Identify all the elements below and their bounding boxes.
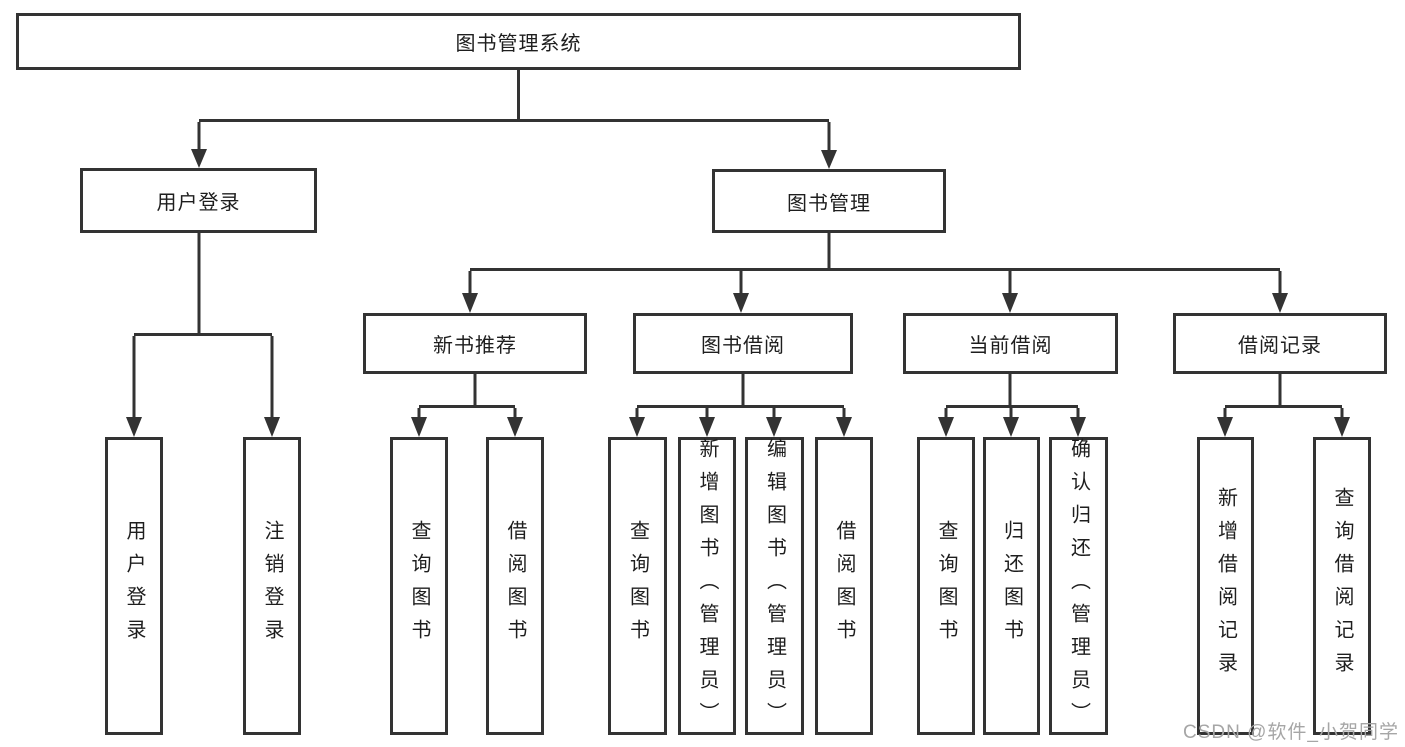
- node-current-borrow-label: 当前借阅: [968, 335, 1053, 357]
- leaf-borrow-borrow-book: 借阅图书: [815, 437, 873, 735]
- leaf-edit-book-admin-label: 编辑图书（管理员）: [763, 437, 786, 735]
- node-book-management-label: 图书管理: [787, 192, 871, 215]
- node-new-book-recommend-label: 新书推荐: [433, 335, 517, 357]
- leaf-recommend-query-book-label: 查询图书: [408, 520, 430, 652]
- leaf-add-borrow-record-label: 新增借阅记录: [1214, 487, 1237, 685]
- leaf-borrow-query-book: 查询图书: [608, 437, 667, 735]
- leaf-query-borrow-record-label: 查询借阅记录: [1331, 487, 1353, 685]
- leaf-edit-book-admin: 编辑图书（管理员）: [745, 437, 804, 735]
- leaf-add-borrow-record: 新增借阅记录: [1197, 437, 1254, 735]
- node-book-management: 图书管理: [712, 169, 946, 233]
- leaf-logout: 注销登录: [243, 437, 301, 735]
- leaf-return-book: 归还图书: [983, 437, 1040, 735]
- leaf-current-query-book: 查询图书: [917, 437, 975, 735]
- node-system-root: 图书管理系统: [16, 13, 1021, 70]
- leaf-confirm-return-admin-label: 确认归还（管理员）: [1067, 437, 1090, 735]
- leaf-recommend-borrow-book-label: 借阅图书: [504, 520, 526, 652]
- leaf-user-login: 用户登录: [105, 437, 163, 735]
- leaf-recommend-borrow-book: 借阅图书: [486, 437, 544, 735]
- leaf-current-query-book-label: 查询图书: [935, 520, 957, 652]
- leaf-logout-label: 注销登录: [261, 520, 283, 652]
- leaf-confirm-return-admin: 确认归还（管理员）: [1049, 437, 1108, 735]
- leaf-borrow-query-book-label: 查询图书: [626, 520, 649, 652]
- leaf-return-book-label: 归还图书: [1000, 520, 1023, 652]
- leaf-borrow-borrow-book-label: 借阅图书: [833, 520, 855, 652]
- node-system-root-label: 图书管理系统: [455, 33, 582, 55]
- node-current-borrow: 当前借阅: [903, 313, 1118, 374]
- node-user-login-label: 用户登录: [156, 192, 241, 214]
- leaf-user-login-label: 用户登录: [123, 520, 145, 652]
- csdn-watermark: CSDN @软件_小贺同学: [1183, 722, 1399, 743]
- node-borrow-records-label: 借阅记录: [1238, 335, 1322, 357]
- node-borrow-records: 借阅记录: [1173, 313, 1387, 374]
- leaf-query-borrow-record: 查询借阅记录: [1313, 437, 1371, 735]
- node-user-login: 用户登录: [80, 168, 317, 233]
- leaf-add-book-admin-label: 新增图书（管理员）: [696, 437, 718, 735]
- leaf-recommend-query-book: 查询图书: [390, 437, 448, 735]
- node-book-borrow-label: 图书借阅: [701, 335, 785, 357]
- node-book-borrow: 图书借阅: [633, 313, 853, 374]
- leaf-add-book-admin: 新增图书（管理员）: [678, 437, 736, 735]
- node-new-book-recommend: 新书推荐: [363, 313, 587, 374]
